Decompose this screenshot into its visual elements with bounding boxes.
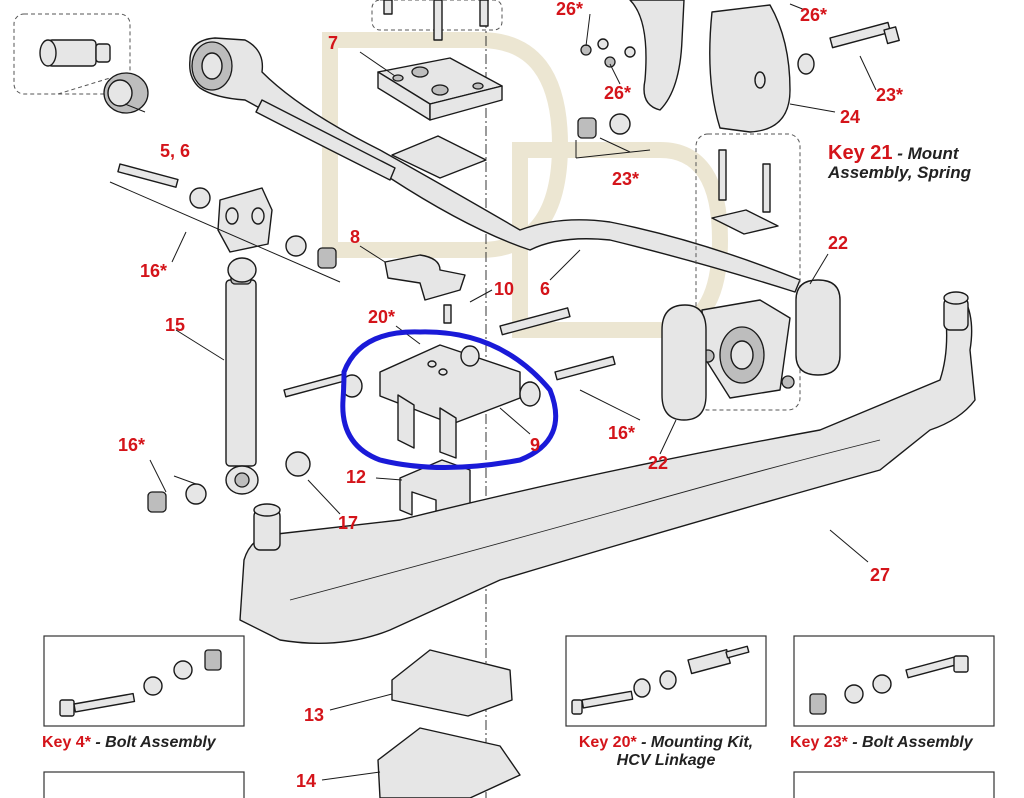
callout-14: 14	[296, 771, 317, 791]
callout-6: 6	[540, 279, 551, 299]
key-21-subtitle: Assembly, Spring	[828, 163, 971, 182]
lower-plates	[377, 649, 521, 798]
shock-absorber	[225, 257, 259, 495]
callout-10: 10	[494, 279, 515, 299]
callout-16-lower: 16*	[118, 435, 146, 455]
lower-right-box	[793, 771, 995, 798]
u-bolts	[661, 279, 841, 421]
callout-23-right: 23*	[876, 85, 904, 105]
key-4-hardware	[59, 649, 222, 717]
leaf-spring	[189, 37, 801, 293]
callout-8: 8	[350, 227, 361, 247]
mount-assembly	[695, 133, 801, 411]
key-20-key: Key 20*	[578, 734, 637, 751]
callout-13: 13	[304, 705, 325, 725]
key-21-caption: Key 21 - Mount	[828, 142, 959, 164]
top-bolts	[371, 0, 503, 41]
leader-lines	[109, 3, 877, 781]
callout-24: 24	[840, 107, 861, 127]
key-20-caption: Key 20* - Mounting Kit,	[566, 734, 766, 752]
shock-bracket	[117, 163, 337, 269]
key-20-desc: - Mounting Kit,	[641, 734, 754, 751]
key-21-key: Key 21	[828, 142, 893, 164]
key-21-title: - Mount	[897, 144, 959, 163]
key-20-hardware	[571, 645, 750, 715]
key-4-key: Key 4*	[42, 734, 91, 751]
front-axle	[239, 291, 976, 645]
key-23-box	[793, 635, 995, 727]
top-plate	[377, 57, 503, 179]
callout-16-right: 16*	[608, 423, 636, 443]
clip	[384, 254, 466, 301]
callout-22-top: 22	[828, 233, 849, 253]
callout-26-right: 26*	[800, 5, 828, 25]
callout-15: 15	[165, 315, 186, 335]
callout-23-mid: 23*	[612, 169, 640, 189]
linkage-bracket	[283, 304, 616, 459]
callout-7: 7	[328, 33, 339, 53]
key-23-caption: Key 23* - Bolt Assembly	[790, 734, 973, 752]
key-23-desc: - Bolt Assembly	[852, 734, 973, 751]
callout-9: 9	[530, 435, 541, 455]
callout-5-6: 5, 6	[160, 141, 191, 161]
key-4-caption: Key 4* - Bolt Assembly	[42, 734, 216, 752]
callout-20: 20*	[368, 307, 396, 327]
lower-left-box	[43, 771, 245, 798]
key-23-hardware	[809, 655, 969, 715]
key-boxes	[43, 635, 995, 798]
key-4-desc: - Bolt Assembly	[95, 734, 216, 751]
spring-hanger	[577, 0, 900, 139]
callout-17: 17	[338, 513, 359, 533]
callout-12: 12	[346, 467, 367, 487]
callout-27: 27	[870, 565, 891, 585]
callout-22-bottom: 22	[648, 453, 669, 473]
callout-16-left: 16*	[140, 261, 168, 281]
callout-26-mid: 26*	[604, 83, 632, 103]
highlight-circle	[340, 329, 559, 470]
callout-26-top: 26*	[556, 0, 584, 19]
key-23-key: Key 23*	[790, 734, 848, 751]
bushing-detail	[13, 13, 149, 114]
key-20-subtitle: HCV Linkage	[616, 752, 716, 769]
